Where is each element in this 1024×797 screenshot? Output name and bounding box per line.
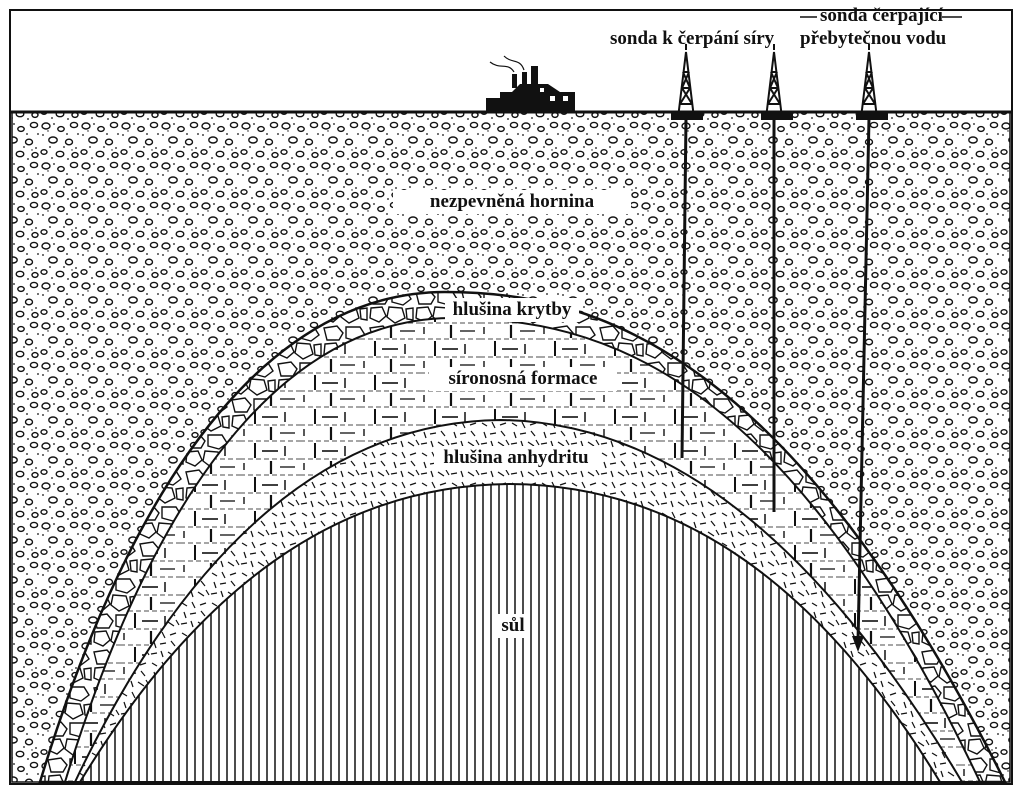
derrick-icon xyxy=(856,44,888,120)
label-anhydrite-cap: hlušina anhydritu xyxy=(434,446,598,470)
well-pipes xyxy=(680,117,871,643)
derrick-icon xyxy=(761,44,793,120)
label-sulfur-formation: síronosná formace xyxy=(429,367,617,391)
label-unconsolidated-rock: nezpevněná hornina xyxy=(393,190,631,214)
well-bottom-arrow xyxy=(852,636,864,652)
label-sulfur-well: sonda k čerpání síry xyxy=(610,28,775,49)
diagram-frame xyxy=(9,9,1013,785)
label-water-well-line1: sonda čerpající xyxy=(820,5,943,26)
label-water-well-line2: přebytečnou vodu xyxy=(800,28,947,49)
label-cap-rock: hlušina krytby xyxy=(445,298,579,322)
factory-icon xyxy=(486,55,575,112)
label-salt: sůl xyxy=(496,614,530,638)
